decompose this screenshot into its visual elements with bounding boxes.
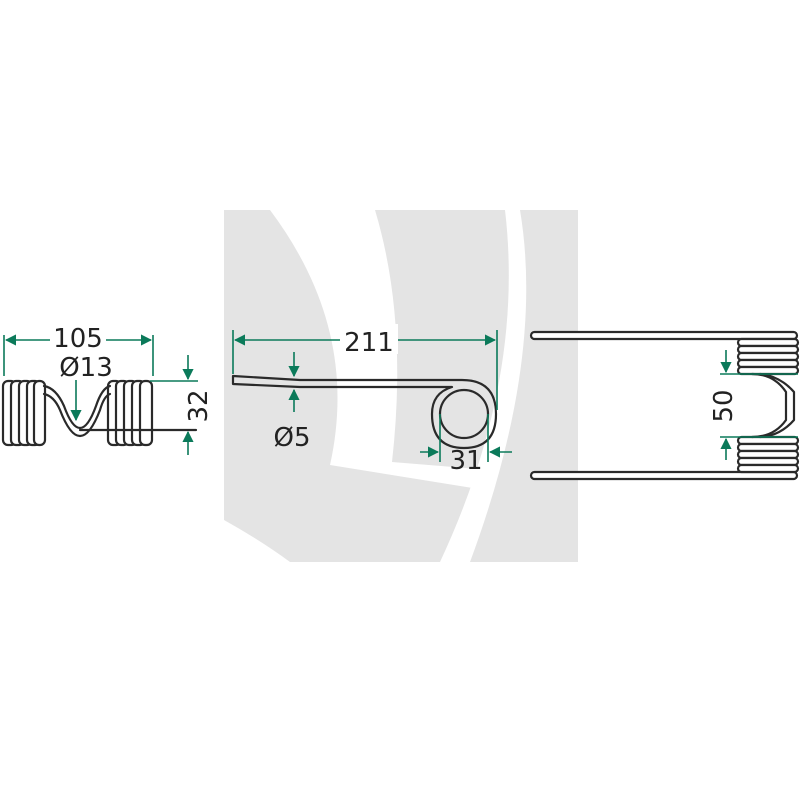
loop-diameter-label: 31 bbox=[449, 446, 482, 476]
right-coil bbox=[106, 379, 154, 447]
upper-tine bbox=[529, 330, 799, 341]
overall-width-label: 105 bbox=[53, 324, 103, 354]
length-label: 211 bbox=[344, 328, 394, 358]
top-view: 50 bbox=[529, 330, 800, 481]
u-bridge bbox=[42, 384, 112, 430]
wire-diameter-label: Ø5 bbox=[273, 423, 310, 453]
bridge bbox=[750, 372, 788, 439]
upper-coil bbox=[736, 337, 800, 376]
lower-coil bbox=[736, 435, 800, 474]
height-label: 32 bbox=[184, 389, 214, 422]
side-view: 105 Ø13 32 bbox=[1, 322, 214, 455]
left-coil bbox=[1, 379, 47, 447]
spacing-label: 50 bbox=[709, 389, 739, 422]
coil-diameter-label: Ø13 bbox=[59, 353, 113, 383]
profile-view: 211 Ø5 31 bbox=[231, 324, 512, 476]
tine-profile bbox=[231, 374, 498, 450]
lower-tine bbox=[529, 470, 799, 481]
